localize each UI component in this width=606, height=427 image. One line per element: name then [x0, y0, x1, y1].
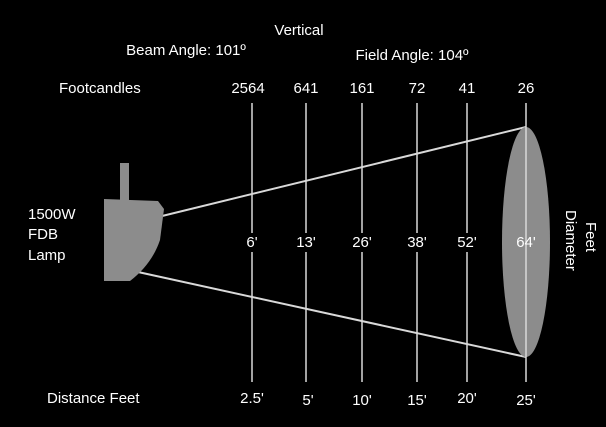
footcandles-value: 41 [458, 80, 476, 97]
diameter-value: 52' [447, 233, 487, 252]
footcandles-value: 2564 [231, 80, 265, 97]
beam-angle-label: Beam Angle: 101º [126, 42, 246, 59]
beam-upper-edge [157, 126, 527, 218]
distance-value: 20' [457, 390, 477, 407]
distance-value: 25' [516, 392, 536, 409]
distance-label: Distance Feet [47, 390, 140, 407]
footcandles-label: Footcandles [59, 80, 141, 97]
diameter-axis-label: Diameter [562, 210, 579, 271]
distance-value: 2.5' [240, 390, 264, 407]
diameter-value: 26' [342, 233, 382, 252]
distance-value: 10' [352, 392, 372, 409]
diameter-value: 13' [286, 233, 326, 252]
distance-value: 15' [407, 392, 427, 409]
lamp-icon [104, 163, 164, 281]
footcandles-value: 26 [517, 80, 535, 97]
beam-lower-edge [137, 271, 527, 358]
footcandles-value: 72 [408, 80, 426, 97]
diameter-feet-label: Feet [582, 222, 599, 253]
lamp-label-watts: 1500W [28, 206, 76, 223]
lamp-label-type: FDB [28, 226, 58, 243]
diameter-value: 64' [516, 234, 536, 251]
diagram-title: Vertical [274, 22, 324, 39]
distance-value: 5' [302, 392, 314, 409]
field-angle-label: Field Angle: 104º [355, 47, 469, 64]
footcandles-value: 161 [349, 80, 375, 97]
diameter-value: 38' [397, 233, 437, 252]
lamp-label-lamp: Lamp [28, 247, 66, 264]
diameter-value: 6' [232, 233, 272, 252]
footcandles-value: 641 [293, 80, 319, 97]
